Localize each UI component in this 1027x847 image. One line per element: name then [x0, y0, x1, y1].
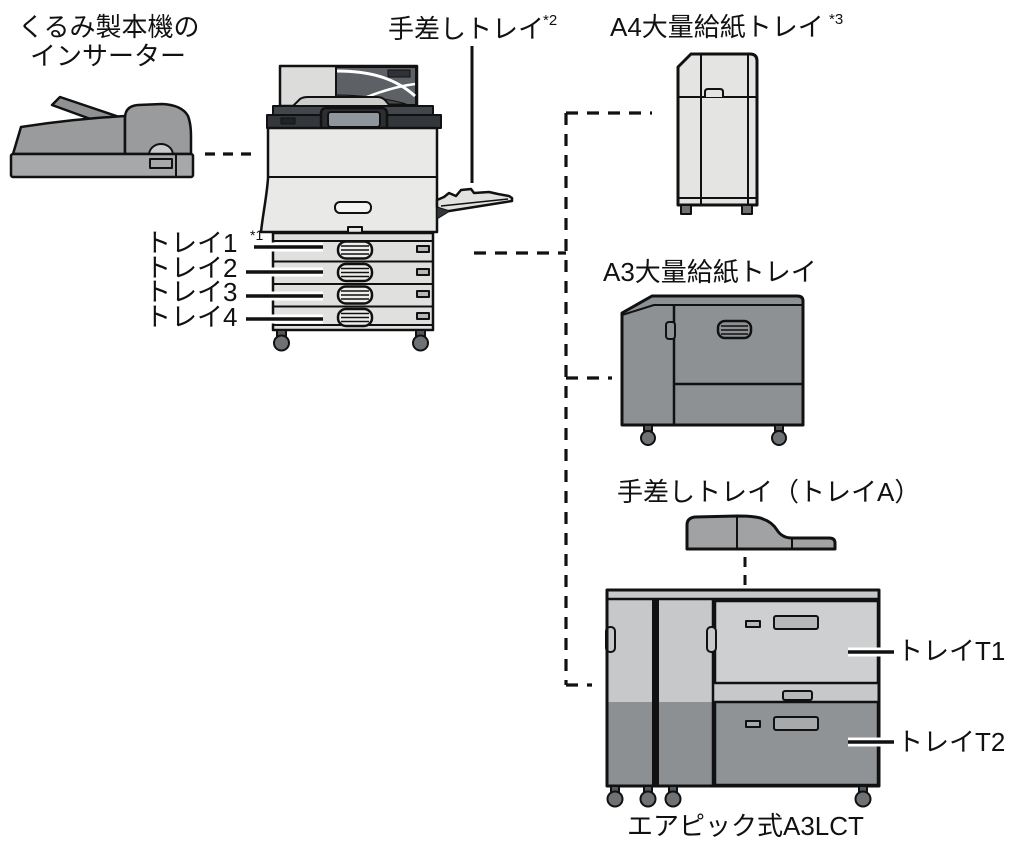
airpick-t2-handle: [773, 716, 819, 731]
label-airpick: エアピック式A3LCT: [627, 811, 864, 841]
a4lct-foot-left: [680, 204, 692, 215]
label-a3lct: A3大量給紙トレイ: [603, 257, 817, 287]
airpick-outline: [605, 588, 881, 788]
bypass-tray-inner-line: [440, 198, 509, 207]
label-inserter-line2: インサーター: [30, 41, 186, 71]
label-inserter-line1: くるみ製本機の: [18, 12, 199, 42]
label-a4lct-sup: *3: [829, 11, 843, 28]
airpick-t1-handle: [773, 615, 819, 630]
rim-notch: [280, 117, 296, 125]
a4-lct-illustration: [676, 52, 759, 215]
label-tray-t1: トレイT1: [897, 636, 1005, 666]
tray3-indicator: [416, 290, 430, 298]
label-a4lct: A4大量給紙トレイ: [610, 12, 824, 42]
a3lct-rim-line: [621, 304, 803, 316]
inserter-illustration: [9, 95, 195, 179]
a4lct-body: [676, 52, 759, 207]
bypass-tray-a-illustration: [685, 514, 837, 594]
connector-lines: [205, 111, 652, 687]
tray4-indicator: [416, 312, 430, 320]
tray2-indicator: [416, 268, 430, 276]
bypass-tray-flap: [435, 187, 514, 214]
front-handle-slot: [334, 201, 372, 214]
label-tray-a: 手差しトレイ（トレイA）: [617, 477, 920, 507]
label-tray-t2: トレイT2: [897, 727, 1005, 757]
airpick-t2-indicator: [745, 720, 761, 728]
tray-a-body: [685, 514, 837, 551]
tray2-handle: [336, 262, 374, 283]
label-bypass: 手差しトレイ: [388, 14, 544, 44]
airpick-band-handle: [782, 690, 813, 701]
main-printer-illustration: [259, 64, 514, 352]
label-tray1-sup: *1: [250, 227, 263, 243]
tray4-handle: [336, 307, 374, 328]
label-tray3: トレイ3: [145, 277, 237, 307]
airpick-t1-panel: [713, 599, 880, 685]
a3-lct-illustration: [620, 294, 805, 446]
label-tray1: トレイ1: [145, 228, 237, 258]
tray3-handle: [336, 285, 374, 305]
a3lct-body: [620, 294, 805, 427]
control-panel-screen: [327, 111, 381, 128]
label-tray2: トレイ2: [145, 253, 237, 283]
inserter-latch-detail: [149, 158, 173, 169]
airpick-door-tab-2: [706, 626, 717, 653]
printer-casters: [273, 329, 429, 352]
inserter-body-wedge: [11, 114, 127, 156]
tray1-indicator: [416, 245, 430, 253]
bypass-tray-bracket: [436, 206, 451, 220]
a3lct-casters: [640, 424, 787, 446]
output-tray-bump: [292, 96, 391, 107]
airpick-casters: [606, 785, 872, 808]
a3lct-tab: [665, 321, 676, 340]
airpick-t1-indicator: [745, 620, 761, 628]
a3lct-handle: [716, 319, 753, 340]
label-bypass-sup: *2: [543, 12, 557, 29]
airpick-divider-bar: [652, 599, 659, 786]
inserter-base: [9, 152, 195, 179]
adf-corner-detail: [387, 69, 411, 78]
airpick-a3lct-illustration: [605, 588, 881, 808]
label-tray4: トレイ4: [145, 302, 237, 332]
inserter-oval-detail: [148, 143, 174, 155]
a4lct-handle-tab: [704, 88, 724, 97]
labels: くるみ製本機の インサーター 手差しトレイ *2 A4大量給紙トレイ *3 トレ…: [18, 11, 1005, 841]
inserter-hump: [123, 102, 193, 156]
a4lct-foot-right: [741, 204, 753, 215]
printer-body: [259, 126, 439, 234]
adf-swoosh-1: [336, 69, 416, 98]
tray1-handle: [336, 240, 374, 260]
